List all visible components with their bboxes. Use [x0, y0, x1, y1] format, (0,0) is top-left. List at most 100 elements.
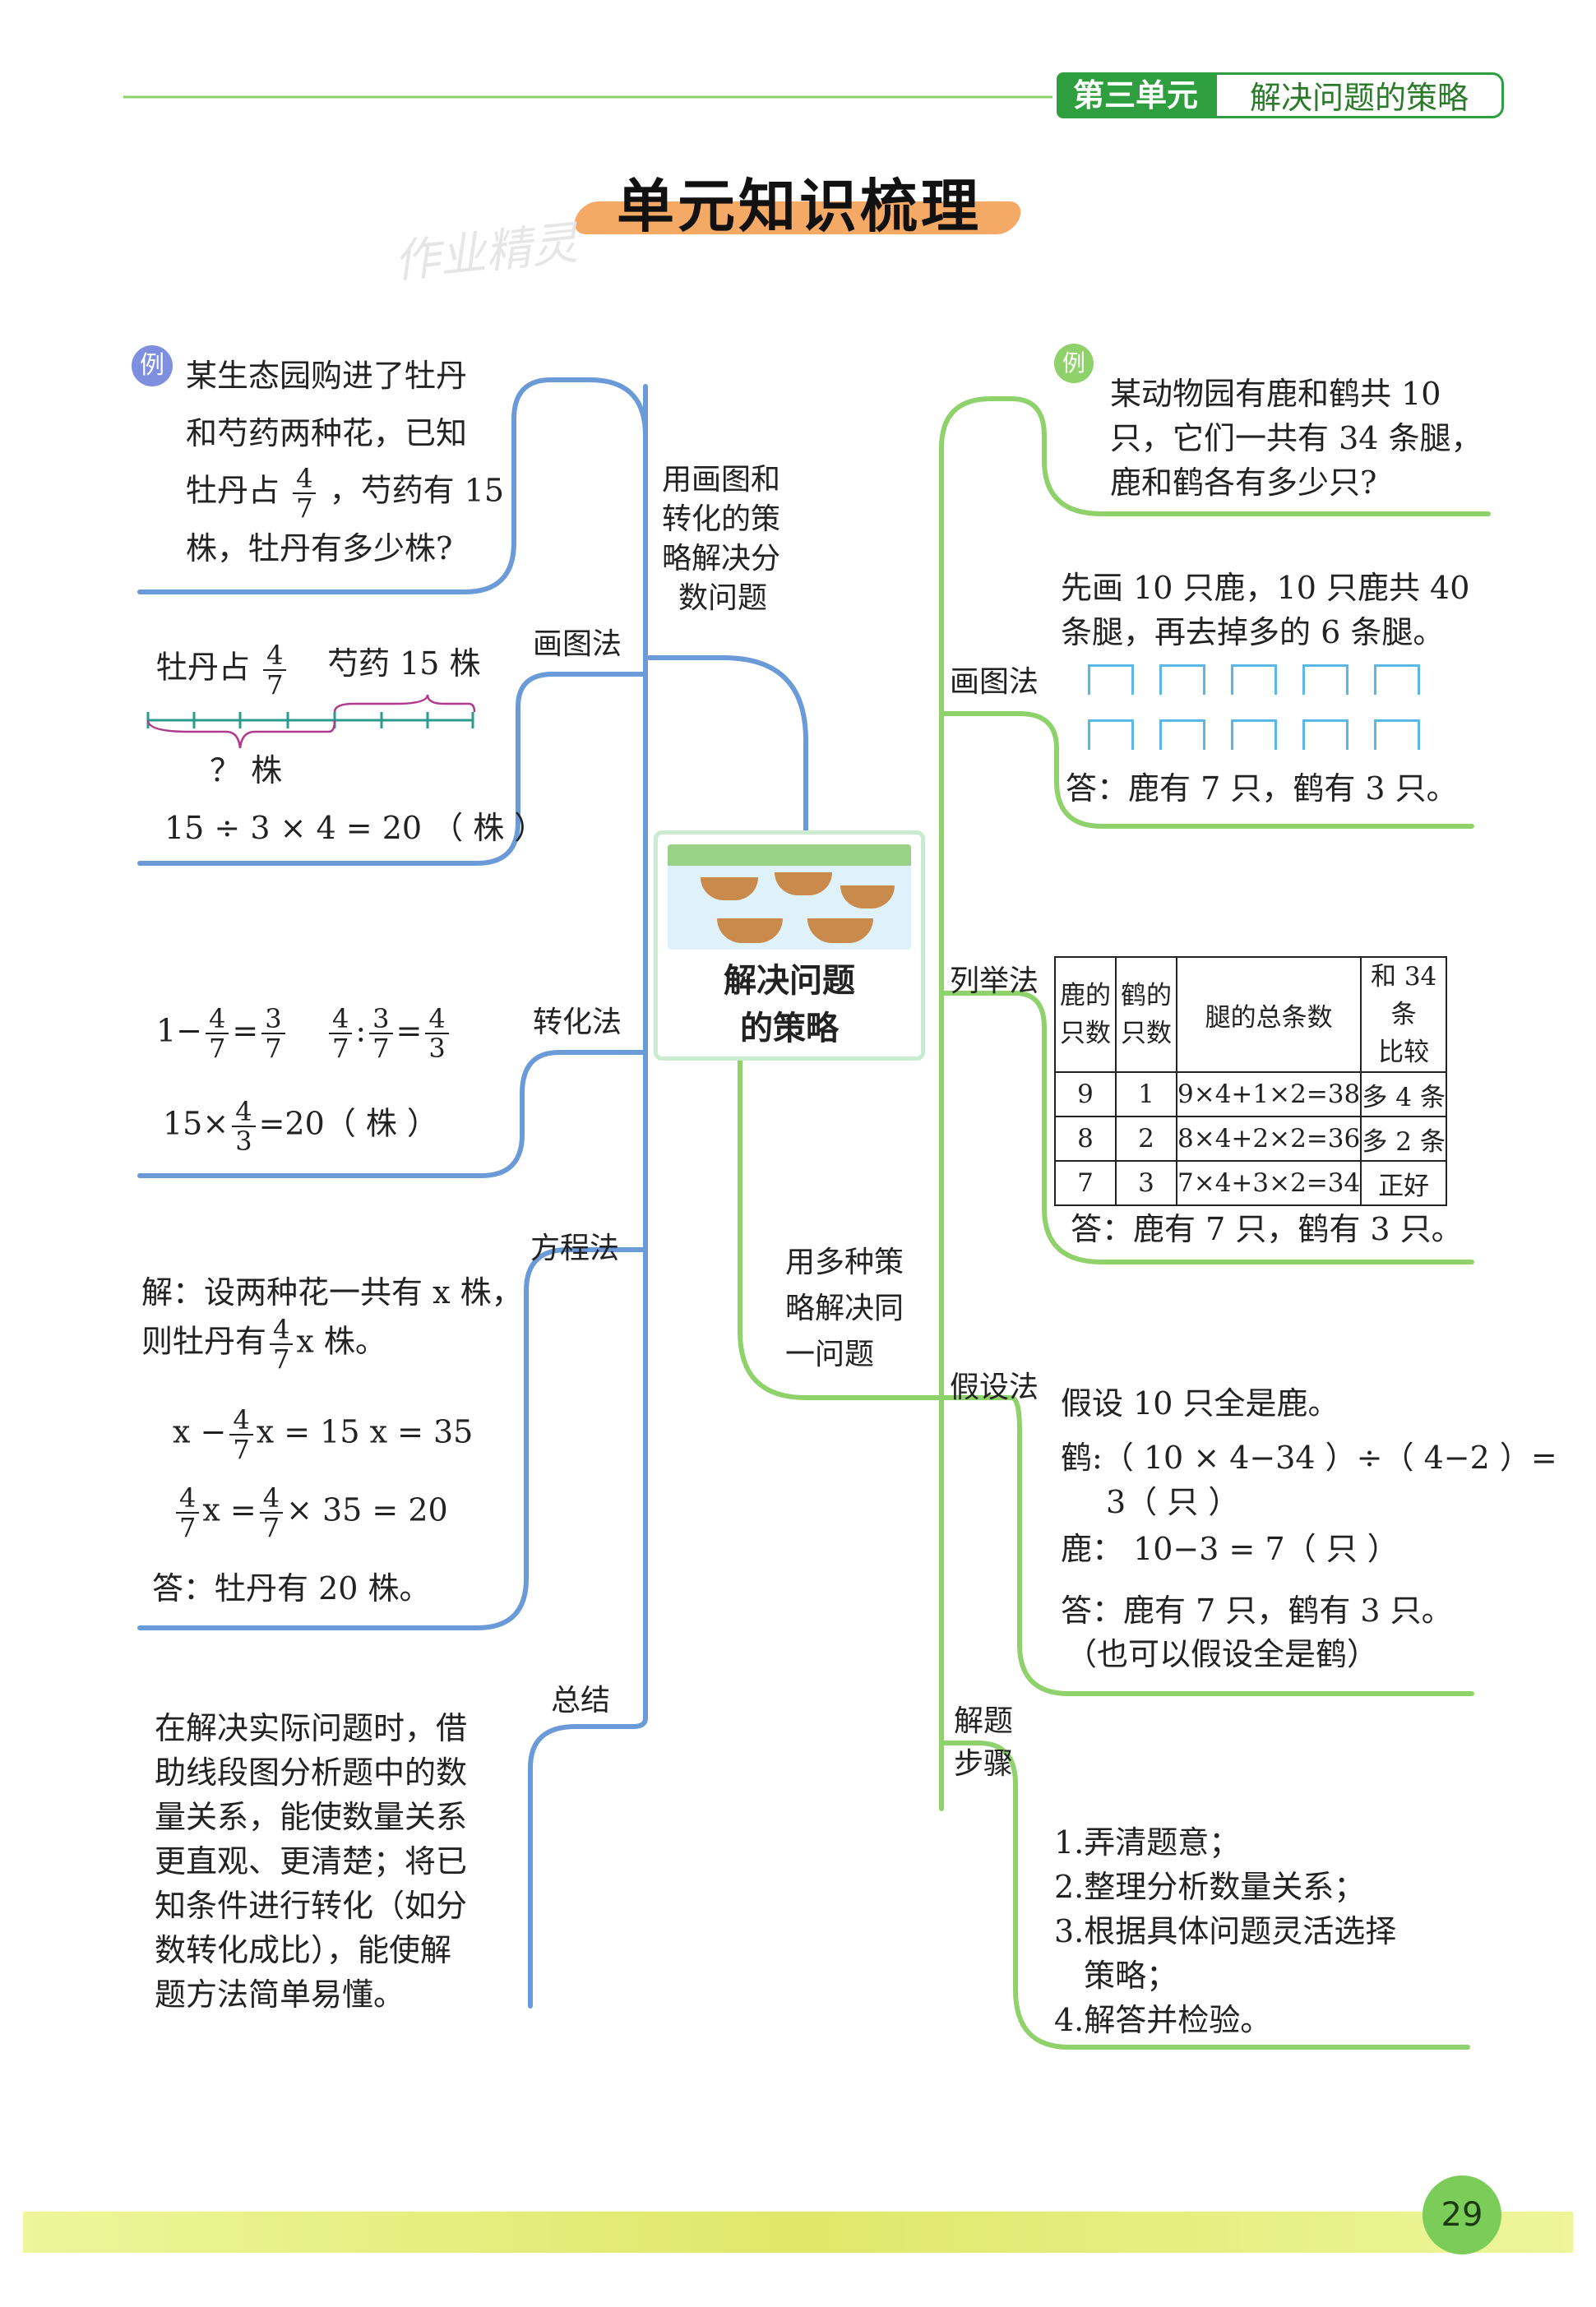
table-cell: 2 [1115, 1116, 1177, 1162]
left-huatu-label: 画图法 [533, 627, 622, 661]
table-header-legs: 腿的总条数 [1175, 956, 1362, 1073]
step-2: 2.整理分析数量关系； [1054, 1869, 1366, 1905]
example-right-line3: 鹿和鹤各有多少只? [1110, 465, 1377, 501]
right-huatu-line2: 条腿，再去掉多的 6 条腿。 [1061, 614, 1445, 650]
example-left-line4: 株，牡丹有多少株? [186, 530, 453, 566]
table-cell: 正好 [1360, 1160, 1447, 1206]
page-title: 单元知识梳理 [617, 173, 982, 240]
jiashe-line1: 假设 10 只全是鹿。 [1061, 1385, 1339, 1422]
jiashe-answer: 答：鹿有 7 只，鹤有 3 只。 [1061, 1593, 1453, 1629]
right-huatu-answer: 答：鹿有 7 只，鹤有 3 只。 [1066, 770, 1458, 807]
deer-drawing [1374, 719, 1420, 750]
deer-drawing [1302, 664, 1349, 695]
right-strategy-label-2: 略解决同 [785, 1292, 904, 1325]
deer-drawing [1231, 719, 1277, 750]
jiashe-line3: 3（ 只 ） [1106, 1484, 1240, 1520]
zongjie-line5: 知条件进行转化（如分 [155, 1888, 468, 1924]
jiashe-note: （也可以假设全是鹤） [1066, 1636, 1379, 1672]
unit-label: 第三单元 [1072, 77, 1198, 113]
jiashe-line2: 鹤:（ 10 × 4−34 ）÷（ 4−2 ）= [1061, 1440, 1557, 1476]
right-huatu-label: 画图法 [950, 665, 1039, 699]
deer-drawing [1088, 664, 1134, 695]
deer-drawing [1088, 719, 1134, 750]
center-title-line1: 解决问题 [724, 962, 855, 1000]
zongjie-line6: 数转化成比），能使解 [155, 1932, 452, 1968]
shaoyao-label: 芍药 15 株 [327, 645, 481, 682]
example-right-line1: 某动物园有鹿和鹤共 10 [1110, 376, 1441, 412]
fangcheng-label: 方程法 [530, 1232, 620, 1265]
buzhou-label-1: 解题 [954, 1704, 1014, 1738]
table-cell: 9×4+1×2=38 [1175, 1071, 1362, 1117]
page-number: 29 [1441, 2196, 1483, 2234]
topic-label: 解决问题的策略 [1249, 80, 1469, 116]
enumeration-table: 鹿的只数 鹤的只数 腿的总条数 和 34 条比较 9 1 9×4+1×2=38 … [1054, 956, 1447, 1206]
step-1: 1.弄清题意； [1054, 1824, 1241, 1861]
deer-drawing [1231, 664, 1277, 695]
footer-band [23, 2212, 1573, 2253]
table-cell: 7×4+3×2=34 [1175, 1160, 1362, 1206]
boat-illustration [668, 844, 911, 950]
table-cell: 3 [1115, 1160, 1177, 1206]
zongjie-line7: 题方法简单易懂。 [155, 1976, 405, 2013]
zongjie-line4: 更直观、更清楚；将已 [155, 1843, 468, 1879]
buzhou-label-2: 步骤 [954, 1747, 1014, 1781]
unit-tag: 第三单元 [1057, 72, 1214, 118]
zongjie-line1: 在解决实际问题时，借 [155, 1710, 468, 1746]
table-header-deer: 鹿的只数 [1054, 956, 1117, 1073]
fangcheng-answer: 答：牡丹有 20 株。 [152, 1570, 431, 1607]
table-row: 8 2 8×4+2×2=36 多 2 条 [1054, 1116, 1447, 1162]
step-3: 3.根据具体问题灵活选择 [1054, 1913, 1397, 1949]
right-strategy-label-3: 一问题 [785, 1338, 875, 1371]
table-cell: 8×4+2×2=36 [1175, 1116, 1362, 1162]
table-header-crane: 鹤的只数 [1115, 956, 1177, 1073]
liejv-answer: 答：鹿有 7 只，鹤有 3 只。 [1071, 1211, 1463, 1247]
center-title-line2: 的策略 [740, 1010, 839, 1047]
table-cell: 多 4 条 [1360, 1071, 1447, 1117]
table-header-compare: 和 34 条比较 [1360, 956, 1447, 1073]
right-strategy-label-1: 用多种策 [785, 1246, 904, 1279]
table-header-row: 鹿的只数 鹤的只数 腿的总条数 和 34 条比较 [1054, 956, 1447, 1073]
deer-drawing [1374, 664, 1420, 695]
jiashe-label: 假设法 [950, 1371, 1039, 1404]
table-cell: 多 2 条 [1360, 1116, 1447, 1162]
left-strategy-label-1: 用画图和 [662, 463, 781, 497]
example-badge-right: 例 [1054, 344, 1094, 383]
example-left-line1: 某生态园购进了牡丹 [186, 358, 468, 394]
zongjie-label: 总结 [551, 1684, 611, 1718]
step-3-cont: 策略； [1084, 1958, 1178, 1994]
zhuanhua-label: 转化法 [533, 1006, 622, 1039]
left-strategy-label-3: 略解决分 [662, 542, 781, 576]
huatu-calc: 15 ÷ 3 × 4 = 20 （ 株 ） [164, 810, 546, 846]
example-badge-left: 例 [132, 345, 173, 386]
table-cell: 7 [1054, 1160, 1117, 1206]
step-4: 4.解答并检验。 [1054, 2002, 1272, 2038]
jiashe-line4: 鹿： 10−3 = 7（ 只 ） [1061, 1531, 1399, 1567]
table-cell: 8 [1054, 1116, 1117, 1162]
left-strategy-label-4: 数问题 [678, 581, 768, 615]
page-number-badge: 29 [1423, 2175, 1501, 2254]
example-right-line2: 只，它们一共有 34 条腿， [1110, 420, 1483, 456]
deer-drawing [1159, 719, 1205, 750]
fangcheng-line1: 解：设两种花一共有 x 株， [141, 1274, 523, 1311]
deer-drawing [1302, 719, 1349, 750]
center-node: 解决问题 的策略 [654, 830, 925, 1061]
table-row: 7 3 7×4+3×2=34 正好 [1054, 1160, 1447, 1206]
example-left-line2: 和芍药两种花，已知 [186, 415, 468, 451]
table-cell: 9 [1054, 1071, 1117, 1117]
table-cell: 1 [1115, 1071, 1177, 1117]
zongjie-line2: 助线段图分析题中的数 [155, 1755, 468, 1791]
liejv-label: 列举法 [950, 964, 1039, 998]
unknown-label: ？ 株 [210, 752, 283, 788]
right-huatu-line1: 先画 10 只鹿，10 只鹿共 40 [1061, 570, 1470, 606]
zongjie-line3: 量关系，能使数量关系 [155, 1799, 468, 1835]
topic-tag: 解决问题的策略 [1214, 72, 1504, 118]
